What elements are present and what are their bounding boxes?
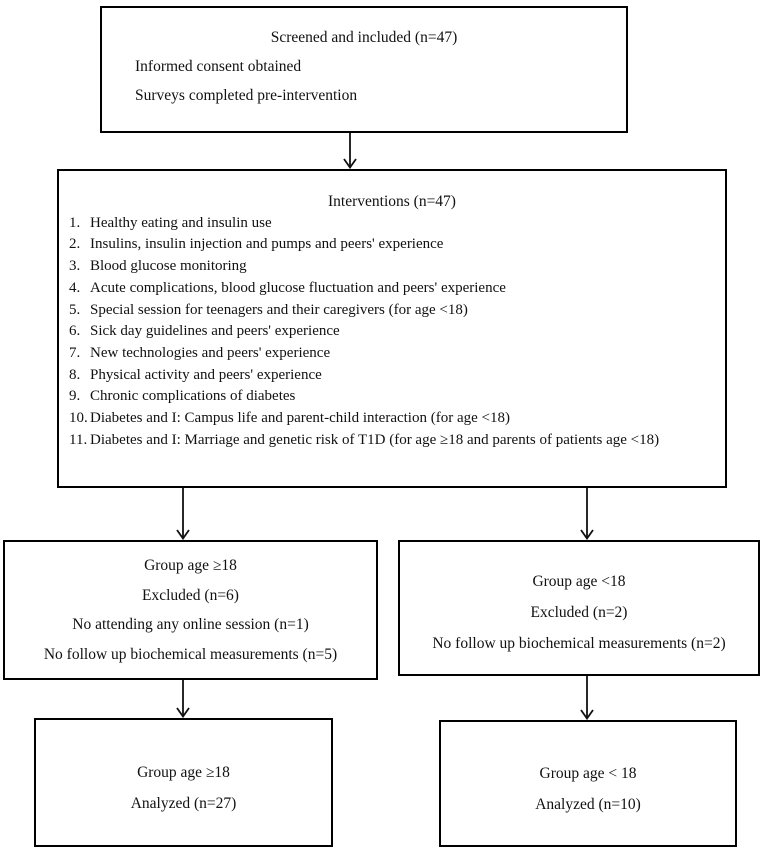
arrow-down-icon xyxy=(175,680,191,718)
intervention-item: Blood glucose monitoring xyxy=(69,256,247,277)
exclusion-reason: No follow up biochemical measurements (n… xyxy=(432,634,726,652)
screened-box: Screened and included (n=47) Informed co… xyxy=(100,6,628,133)
screened-title: Screened and included (n=47) xyxy=(270,29,458,46)
interventions-title: Interventions (n=47) xyxy=(328,193,456,210)
interventions-list: Healthy eating and insulin use Insulins,… xyxy=(59,213,725,452)
group-label: Group age ≥18 xyxy=(137,763,230,781)
interventions-box: Interventions (n=47) Healthy eating and … xyxy=(57,169,727,488)
intervention-item: Acute complications, blood glucose fluct… xyxy=(69,278,506,299)
intervention-item: Diabetes and I: Marriage and genetic ris… xyxy=(69,430,660,451)
screened-line: Informed consent obtained xyxy=(135,58,302,75)
analyzed-lt18-box: Group age < 18 Analyzed (n=10) xyxy=(439,720,737,847)
exclusion-reason: No follow up biochemical measurements (n… xyxy=(43,645,338,663)
intervention-item: Insulins, insulin injection and pumps an… xyxy=(69,234,444,255)
arrow-down-icon xyxy=(579,676,595,720)
exclusion-reason: No attending any online session (n=1) xyxy=(72,616,309,633)
analyzed-ge18-box: Group age ≥18 Analyzed (n=27) xyxy=(34,718,333,847)
excluded-lt18-box: Group age <18 Excluded (n=2) No follow u… xyxy=(398,540,760,676)
intervention-item: Diabetes and I: Campus life and parent-c… xyxy=(69,408,510,429)
group-label: Group age ≥18 xyxy=(144,557,237,574)
arrow-down-icon xyxy=(342,133,358,169)
excluded-count: Excluded (n=6) xyxy=(142,586,239,604)
excluded-count: Excluded (n=2) xyxy=(530,603,628,621)
analyzed-count: Analyzed (n=10) xyxy=(535,795,641,813)
excluded-ge18-box: Group age ≥18 Excluded (n=6) No attendin… xyxy=(3,540,378,680)
group-label: Group age < 18 xyxy=(539,764,637,782)
screened-line: Surveys completed pre-intervention xyxy=(135,87,358,104)
intervention-item: Chronic complications of diabetes xyxy=(69,386,296,407)
intervention-item: New technologies and peers' experience xyxy=(69,343,331,364)
intervention-item: Physical activity and peers' experience xyxy=(69,365,322,386)
group-label: Group age <18 xyxy=(532,572,626,590)
intervention-item: Healthy eating and insulin use xyxy=(69,213,272,234)
intervention-item: Special session for teenagers and their … xyxy=(69,300,468,321)
arrow-down-icon xyxy=(579,488,595,540)
analyzed-count: Analyzed (n=27) xyxy=(130,794,237,812)
arrow-down-icon xyxy=(175,488,191,540)
intervention-item: Sick day guidelines and peers' experienc… xyxy=(69,321,340,342)
